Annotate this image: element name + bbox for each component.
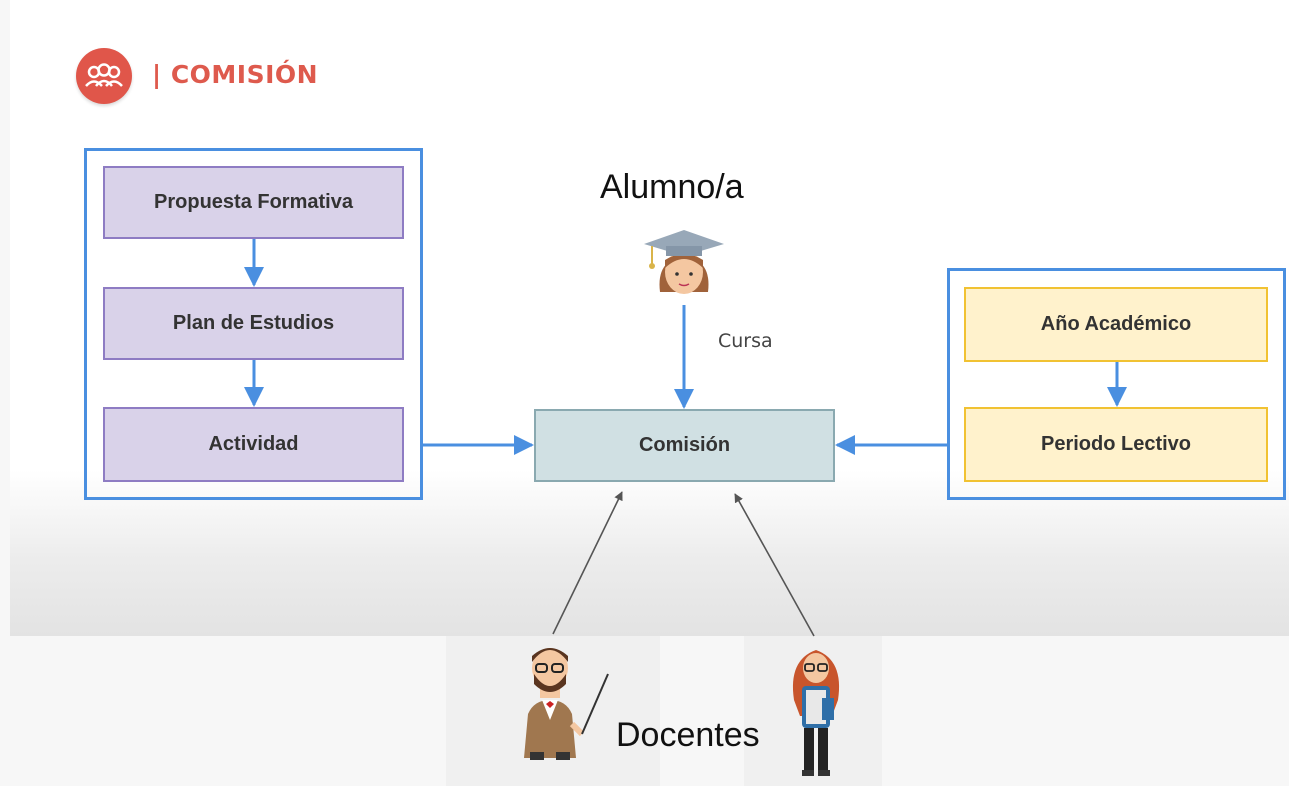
- people-group-icon: [76, 48, 132, 104]
- left-group-frame: [84, 148, 423, 500]
- arrow-male-teacher-to-comision: [552, 491, 623, 635]
- right-group-frame: [947, 268, 1286, 500]
- box-propuesta-formativa: Propuesta Formativa: [103, 166, 404, 239]
- arrow-female-teacher-to-comision: [734, 493, 815, 637]
- student-label: Alumno/a: [600, 168, 744, 206]
- box-comision: Comisión: [534, 409, 835, 482]
- box-plan-de-estudios: Plan de Estudios: [103, 287, 404, 360]
- box-periodo-lectivo: Periodo Lectivo: [964, 407, 1268, 482]
- box-actividad: Actividad: [103, 407, 404, 482]
- male-teacher-icon: [516, 640, 612, 762]
- page-title: | COMISIÓN: [152, 60, 319, 89]
- edge-label-cursa: Cursa: [718, 330, 773, 352]
- teachers-label: Docentes: [616, 716, 760, 754]
- box-ano-academico: Año Académico: [964, 287, 1268, 362]
- female-teacher-icon: [788, 640, 844, 780]
- graduate-student-icon: [636, 222, 732, 304]
